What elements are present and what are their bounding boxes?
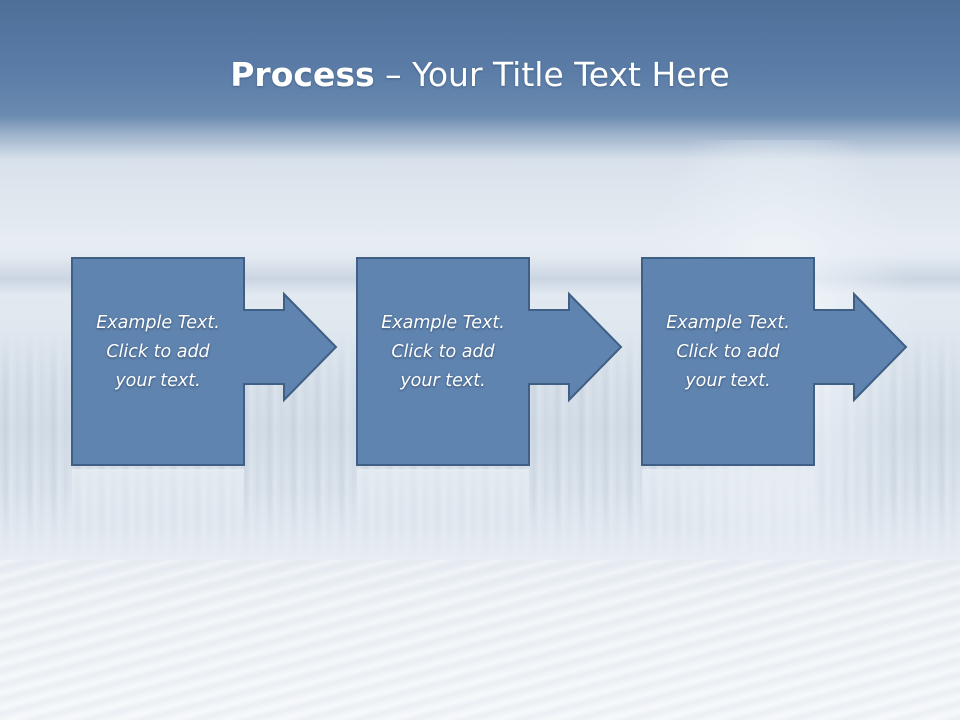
slide-title[interactable]: Process – Your Title Text Here	[0, 52, 960, 98]
step-reflection	[642, 469, 814, 529]
step-text-2[interactable]: Example Text. Click to add your text.	[381, 313, 505, 391]
step-reflection	[357, 469, 529, 529]
title-text: – Your Title Text Here	[374, 55, 730, 94]
process-step-1[interactable]: Example Text. Click to add your text.	[71, 257, 341, 529]
process-step-3[interactable]: Example Text. Click to add your text.	[641, 257, 911, 529]
step-text-3[interactable]: Example Text. Click to add your text.	[666, 313, 790, 391]
background-snow-ground	[0, 560, 960, 720]
arrow-box-shape-2	[356, 257, 623, 466]
step-reflection	[72, 469, 244, 529]
step-text-1[interactable]: Example Text. Click to add your text.	[96, 313, 220, 391]
process-step-2[interactable]: Example Text. Click to add your text.	[356, 257, 626, 529]
title-bold-text: Process	[230, 55, 375, 94]
arrow-box-shape-1	[71, 257, 338, 466]
arrow-box-shape-3	[641, 257, 908, 466]
